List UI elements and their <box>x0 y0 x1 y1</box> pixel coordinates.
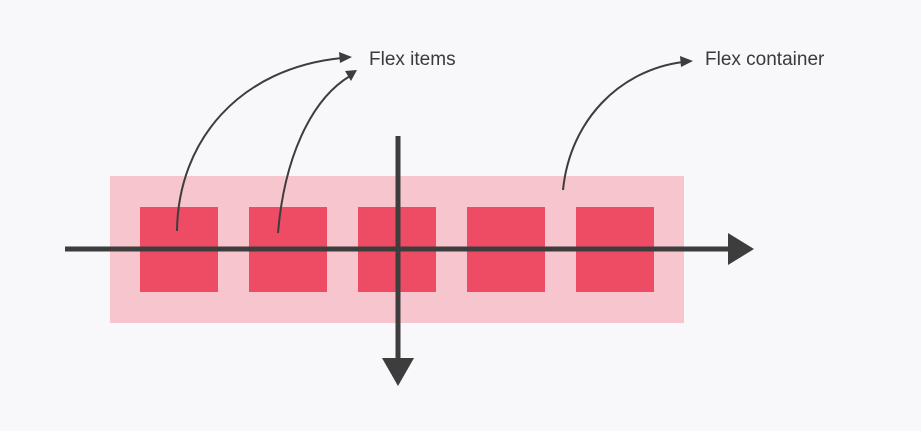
flex-items-label: Flex items <box>369 49 456 70</box>
flex-items-pointer-1 <box>176 52 352 232</box>
flex-items-pointer-2-head <box>345 70 357 81</box>
flex-container-pointer-head <box>680 56 693 67</box>
flex-items-pointer-2 <box>277 70 357 234</box>
main-axis-arrowhead <box>728 233 754 265</box>
flex-items-pointer-1-head <box>339 52 352 63</box>
cross-axis-arrow <box>382 136 414 386</box>
flex-container-pointer <box>562 56 693 191</box>
flex-container-label: Flex container <box>705 49 825 70</box>
cross-axis-arrowhead <box>382 358 414 386</box>
